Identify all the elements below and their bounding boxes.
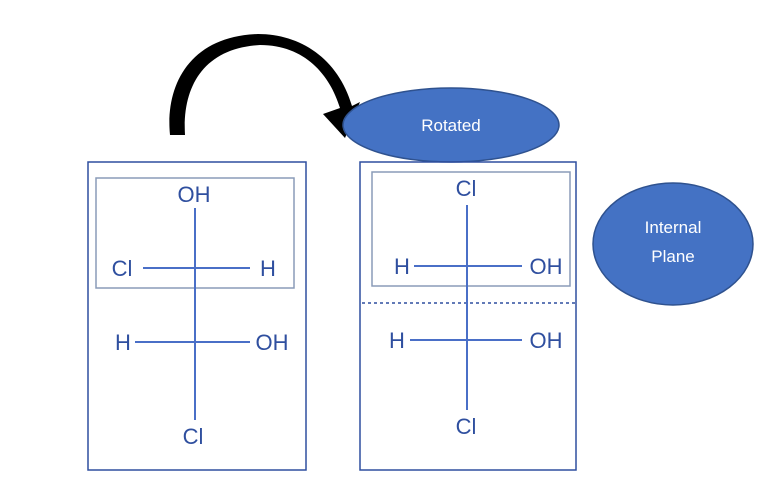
right-upper-right-group: OH (530, 254, 563, 279)
right-bottom-group: Cl (456, 414, 477, 439)
internal-plane-bubble: Internal Plane (592, 182, 754, 306)
rotated-label: Rotated (421, 116, 481, 135)
right-upper-left-group: H (394, 254, 410, 279)
right-inner-box (371, 171, 571, 287)
left-lower-left-group: H (115, 330, 131, 355)
left-projection: OH Cl H H OH Cl (87, 161, 307, 471)
rotation-arrow (169, 34, 360, 138)
left-lower-right-group: OH (256, 330, 289, 355)
right-top-group: Cl (456, 176, 477, 201)
right-outer-box (359, 161, 577, 471)
left-upper-right-group: H (260, 256, 276, 281)
left-top-group: OH (178, 182, 211, 207)
internal-plane-label-line1: Internal (645, 218, 702, 237)
left-upper-left-group: Cl (112, 256, 133, 281)
internal-plane-label-line2: Plane (651, 247, 694, 266)
left-outer-box (87, 161, 307, 471)
right-projection: Cl H OH H OH Cl (359, 161, 577, 471)
rotated-bubble: Rotated (342, 87, 560, 163)
left-bottom-group: Cl (183, 424, 204, 449)
right-lower-right-group: OH (530, 328, 563, 353)
right-lower-left-group: H (389, 328, 405, 353)
